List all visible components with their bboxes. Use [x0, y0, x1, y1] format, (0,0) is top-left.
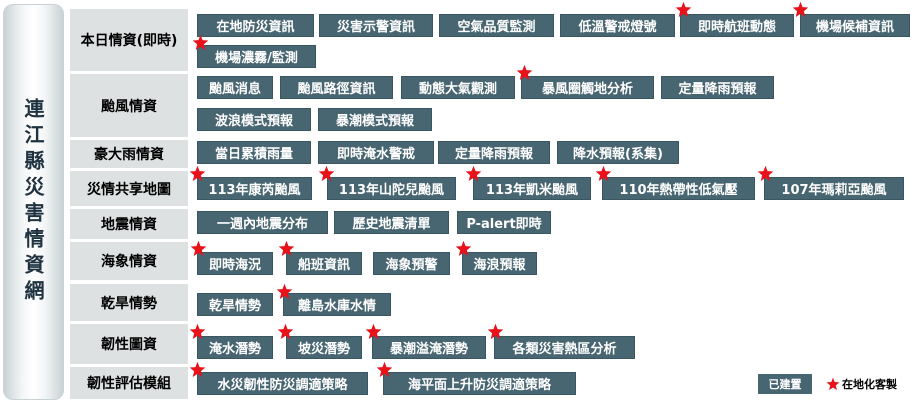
td-110-button[interactable]: 110年熱帶性低氣壓	[602, 177, 755, 200]
legend-custom: 在地化客製	[826, 374, 897, 394]
p-alert-button[interactable]: P-alert即時	[457, 211, 551, 234]
realtime-flights-button[interactable]: 即時航班動態	[680, 14, 794, 37]
drought-status-button[interactable]: 乾旱情勢	[197, 293, 273, 316]
flood-alert-button[interactable]: 即時淹水警戒	[318, 141, 434, 164]
daily-rain-button[interactable]: 當日累積雨量	[197, 141, 311, 164]
qpf-rain-button[interactable]: 定量降雨預報	[438, 141, 550, 164]
sea-warning-button[interactable]: 海象預警	[373, 252, 450, 275]
star-icon	[757, 165, 774, 182]
category-drought: 乾旱情勢	[70, 284, 188, 321]
ship-info-button[interactable]: 船班資訊	[286, 252, 362, 275]
flood-potential-button[interactable]: 淹水潛勢	[197, 336, 273, 359]
legend-custom-label: 在地化客製	[842, 378, 897, 391]
surge-model-button[interactable]: 暴潮模式預報	[318, 108, 432, 131]
quake-history-button[interactable]: 歷史地震清單	[334, 211, 449, 234]
legend-built-badge: 已建置	[758, 374, 812, 394]
site-title: 連江縣災害情資網	[21, 98, 45, 306]
category-quake: 地震情資	[70, 209, 188, 239]
category-typhoon: 颱風情資	[70, 74, 188, 137]
rain-forecast-ensemble-button[interactable]: 降水預報(系集)	[557, 141, 679, 164]
kong-rey-typhoon-button[interactable]: 113年康芮颱風	[197, 177, 312, 200]
category-share-map: 災情共享地圖	[70, 171, 188, 206]
realtime-sea-button[interactable]: 即時海況	[197, 252, 273, 275]
airport-standby-button[interactable]: 機場候補資訊	[800, 14, 910, 37]
sea-level-strategy-button[interactable]: 海平面上升防災調適策略	[383, 372, 576, 395]
wave-model-button[interactable]: 波浪模式預報	[197, 108, 311, 131]
disaster-alert-info-button[interactable]: 災害示警資訊	[319, 14, 433, 37]
category-daily: 本日情資(即時)	[70, 9, 188, 71]
category-rain: 豪大雨情資	[70, 140, 188, 168]
slope-potential-button[interactable]: 坡災潛勢	[286, 336, 362, 359]
star-icon	[516, 64, 533, 81]
star-icon	[190, 240, 207, 257]
mary-typhoon-button[interactable]: 107年瑪莉亞颱風	[764, 177, 904, 200]
category-sea: 海象情資	[70, 242, 188, 280]
air-quality-button[interactable]: 空氣品質監測	[439, 14, 554, 37]
star-icon	[189, 165, 206, 182]
shanshan-typhoon-button[interactable]: 113年山陀兒颱風	[327, 177, 456, 200]
star-icon	[189, 323, 206, 340]
low-temp-signal-button[interactable]: 低溫警戒燈號	[560, 14, 675, 37]
surge-potential-button[interactable]: 暴潮溢淹潛勢	[372, 336, 486, 359]
star-icon	[792, 1, 809, 18]
star-icon	[189, 361, 206, 378]
krathon-typhoon-button[interactable]: 113年凱米颱風	[473, 177, 591, 200]
star-icon	[826, 377, 840, 391]
category-resilience-eval: 韌性評估模組	[70, 367, 188, 399]
star-icon	[376, 361, 393, 378]
flood-resilience-button[interactable]: 水災韌性防災調適策略	[197, 372, 368, 395]
star-icon	[277, 323, 294, 340]
typhoon-track-button[interactable]: 颱風路徑資訊	[280, 76, 393, 99]
hotspot-analysis-button[interactable]: 各類災害熱區分析	[494, 336, 635, 359]
star-icon	[465, 165, 482, 182]
star-icon	[278, 240, 295, 257]
site-title-banner: 連江縣災害情資網	[3, 4, 64, 400]
star-icon	[365, 323, 382, 340]
star-icon	[318, 165, 335, 182]
storm-circle-button[interactable]: 暴風圈觸地分析	[521, 76, 654, 99]
dynamic-weather-button[interactable]: 動態大氣觀測	[401, 76, 515, 99]
star-icon	[487, 323, 504, 340]
star-icon	[675, 1, 692, 18]
quake-week-button[interactable]: 一週內地震分布	[197, 211, 328, 234]
qpf-typhoon-button[interactable]: 定量降雨預報	[661, 76, 774, 99]
star-icon	[192, 34, 209, 51]
typhoon-news-button[interactable]: 颱風消息	[197, 76, 273, 99]
star-icon	[455, 240, 472, 257]
category-resilience-map: 韌性圖資	[70, 324, 188, 364]
star-icon	[276, 283, 293, 300]
reservoir-button[interactable]: 離島水庫水情	[283, 293, 391, 316]
wave-forecast-button[interactable]: 海浪預報	[462, 252, 537, 275]
star-icon	[595, 165, 612, 182]
airport-fog-button[interactable]: 機場濃霧/監測	[197, 45, 316, 68]
local-disaster-info-button[interactable]: 在地防災資訊	[197, 14, 314, 37]
